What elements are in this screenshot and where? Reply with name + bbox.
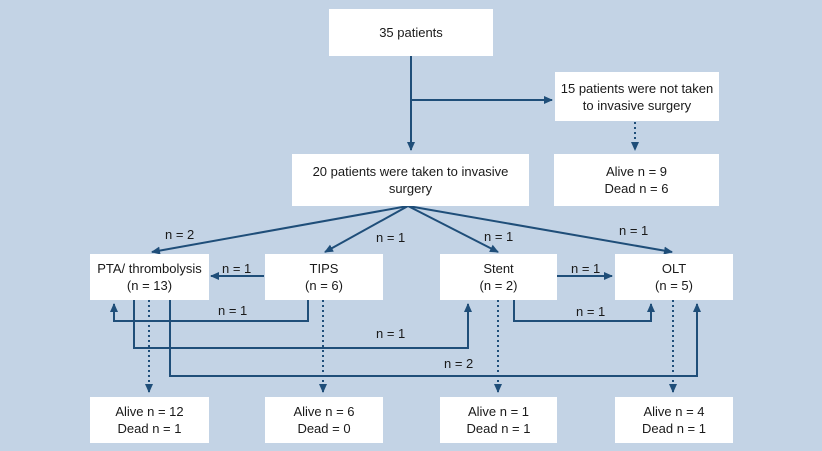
stent-line2: (n = 2) (479, 278, 518, 293)
pta-alive: Alive n = 12 (115, 404, 184, 419)
arrow-taken-to-tips (324, 205, 409, 253)
pta-box: PTA/ thrombolysis (n = 13) (90, 254, 209, 300)
tips-alive: Alive n = 6 (293, 404, 355, 419)
not-taken-line2: to invasive surgery (582, 97, 692, 113)
olt-box: OLT (n = 5) (615, 254, 733, 300)
olt-dead: Dead n = 1 (642, 421, 706, 436)
pta-dead: Dead n = 1 (117, 421, 182, 436)
edge-label-tips-to-pta-lower: n = 1 (218, 303, 248, 318)
olt-line1: OLT (661, 261, 687, 276)
stent-dead: Dead n = 1 (466, 421, 531, 436)
arrow-taken-to-olt (407, 205, 673, 255)
tips-line2: (n = 6) (305, 278, 343, 293)
arrow-tips-to-pta-lower (110, 300, 309, 322)
start-box: 35 patients (329, 9, 493, 56)
taken-line2: surgery (388, 181, 433, 196)
tips-dead: Dead = 0 (297, 421, 351, 436)
not-taken-box: 15 patients were not taken to invasive s… (555, 72, 719, 121)
stent-outcome-box: Alive n = 1 Dead n = 1 (440, 397, 557, 443)
arrow-pta-to-olt (169, 300, 701, 377)
edge-label-to-tips: n = 1 (376, 230, 406, 245)
tips-box: TIPS (n = 6) (265, 254, 383, 300)
arrow-taken-to-pta (151, 205, 409, 255)
taken-box: 20 patients were taken to invasive surge… (292, 154, 529, 206)
arrow-stent-to-olt-lower (513, 300, 655, 322)
stent-line1: Stent (483, 261, 514, 276)
not-taken-outcome-box: Alive n = 9 Dead n = 6 (554, 154, 719, 206)
pta-line2: (n = 13) (126, 278, 173, 293)
pta-line1: PTA/ thrombolysis (97, 261, 202, 276)
tips-line1: TIPS (309, 261, 339, 276)
arrow-taken-to-stent (407, 205, 499, 253)
stent-box: Stent (n = 2) (440, 254, 557, 300)
not-taken-line1: 15 patients were not taken (560, 80, 714, 96)
olt-alive: Alive n = 4 (643, 404, 705, 419)
edge-label-to-olt: n = 1 (619, 223, 649, 238)
edge-label-stent-to-olt: n = 1 (571, 261, 601, 276)
olt-line2: (n = 5) (655, 278, 693, 293)
olt-outcome-box: Alive n = 4 Dead n = 1 (615, 397, 733, 443)
stent-alive: Alive n = 1 (467, 404, 530, 419)
arrow-pta-to-stent (133, 300, 472, 349)
edge-label-pta-to-olt: n = 2 (444, 356, 474, 371)
edge-label-stent-to-olt-lower: n = 1 (576, 304, 606, 319)
edge-label-to-stent: n = 1 (484, 229, 514, 244)
start-text: 35 patients (379, 25, 443, 40)
tips-outcome-box: Alive n = 6 Dead = 0 (265, 397, 383, 443)
pta-outcome-box: Alive n = 12 Dead n = 1 (90, 397, 209, 443)
taken-line1: 20 patients were taken to invasive (312, 164, 509, 179)
edge-label-pta-to-stent: n = 1 (376, 326, 406, 341)
not-taken-alive: Alive n = 9 (605, 164, 668, 179)
edge-label-to-pta: n = 2 (165, 227, 195, 242)
not-taken-dead: Dead n = 6 (604, 181, 669, 196)
edge-label-tips-to-pta: n = 1 (222, 261, 252, 276)
